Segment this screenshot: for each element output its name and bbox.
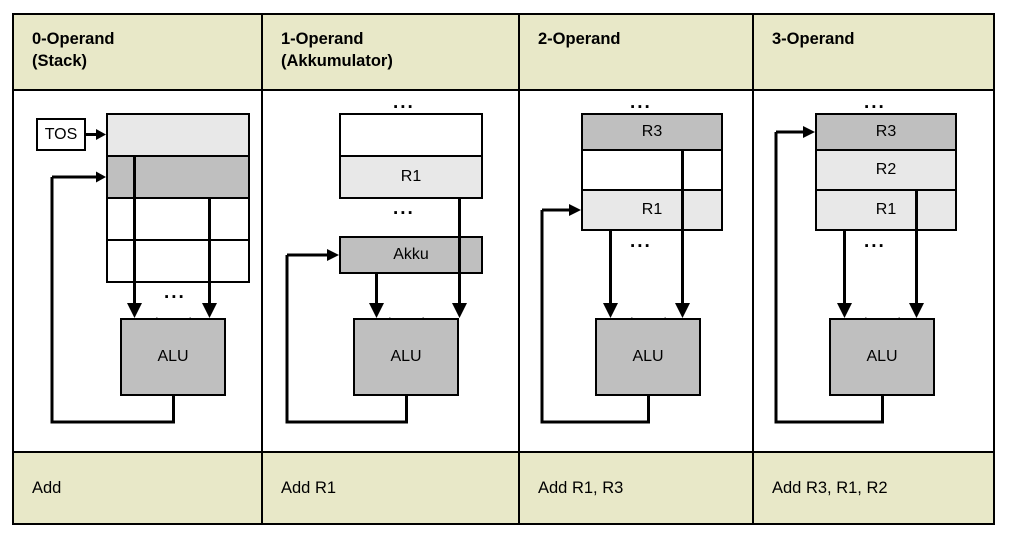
reg-cell-3op-2: R1 <box>815 189 957 231</box>
reg-cell-acc-0 <box>339 113 483 157</box>
regfile-top-ellipsis-3op: ... <box>864 92 886 113</box>
stack-cell-1 <box>106 155 250 199</box>
diagram-cell-two-operand: ... R3 R1 ... ALU <box>520 91 754 451</box>
reg-cell-acc-1: R1 <box>339 155 483 199</box>
stack-separator-left <box>133 155 136 283</box>
instruction-cell-1-operand: Add R1 <box>263 451 520 523</box>
alu-box-accumulator: ALU <box>353 318 459 396</box>
reg-cell-2op-1 <box>581 149 723 191</box>
table-instruction-row: Add Add R1 Add R1, R3 Add R3, R1, R2 <box>14 451 993 523</box>
two-operand-wiring <box>540 204 690 424</box>
tos-label-box: TOS <box>36 118 86 151</box>
diagram-cell-accumulator: ... R1 ... Akku ALU <box>263 91 520 451</box>
header-cell-0-operand: 0-Operand (Stack) <box>14 15 263 91</box>
regfile-separator-3op <box>915 189 918 231</box>
accumulator-wiring <box>285 199 467 424</box>
header-cell-3-operand: 3-Operand <box>754 15 993 91</box>
alu-box-stack: ALU <box>120 318 226 396</box>
alu-box-two-operand: ALU <box>595 318 701 396</box>
alu-box-three-operand: ALU <box>829 318 935 396</box>
table-diagram-row: TOS ... ALU <box>14 91 993 451</box>
regfile-top-ellipsis-2op: ... <box>630 92 652 113</box>
regfile-bottom-ellipsis-3op: ... <box>864 231 886 252</box>
instruction-cell-0-operand: Add <box>14 451 263 523</box>
stack-wiring <box>50 129 217 424</box>
regfile-top-ellipsis-acc: ... <box>393 92 415 113</box>
diagram-cell-three-operand: ... R3 R2 R1 ... ALU <box>754 91 993 451</box>
instruction-cell-3-operand: Add R3, R1, R2 <box>754 451 993 523</box>
stack-separator-right <box>208 197 211 283</box>
header-cell-1-operand: 1-Operand (Akkumulator) <box>263 15 520 91</box>
header-cell-2-operand: 2-Operand <box>520 15 754 91</box>
regfile-bottom-ellipsis-acc: ... <box>393 198 415 219</box>
diagram-cell-stack: TOS ... ALU <box>14 91 263 451</box>
reg-cell-2op-2: R1 <box>581 189 723 231</box>
stack-cell-3 <box>106 239 250 283</box>
regfile-separator-2op <box>681 149 684 231</box>
regfile-bottom-ellipsis-2op: ... <box>630 231 652 252</box>
operand-comparison-table: 0-Operand (Stack) 1-Operand (Akkumulator… <box>12 13 995 525</box>
three-operand-wiring <box>774 126 924 424</box>
table-header-row: 0-Operand (Stack) 1-Operand (Akkumulator… <box>14 15 993 91</box>
stack-ellipsis: ... <box>164 282 186 303</box>
instruction-cell-2-operand: Add R1, R3 <box>520 451 754 523</box>
